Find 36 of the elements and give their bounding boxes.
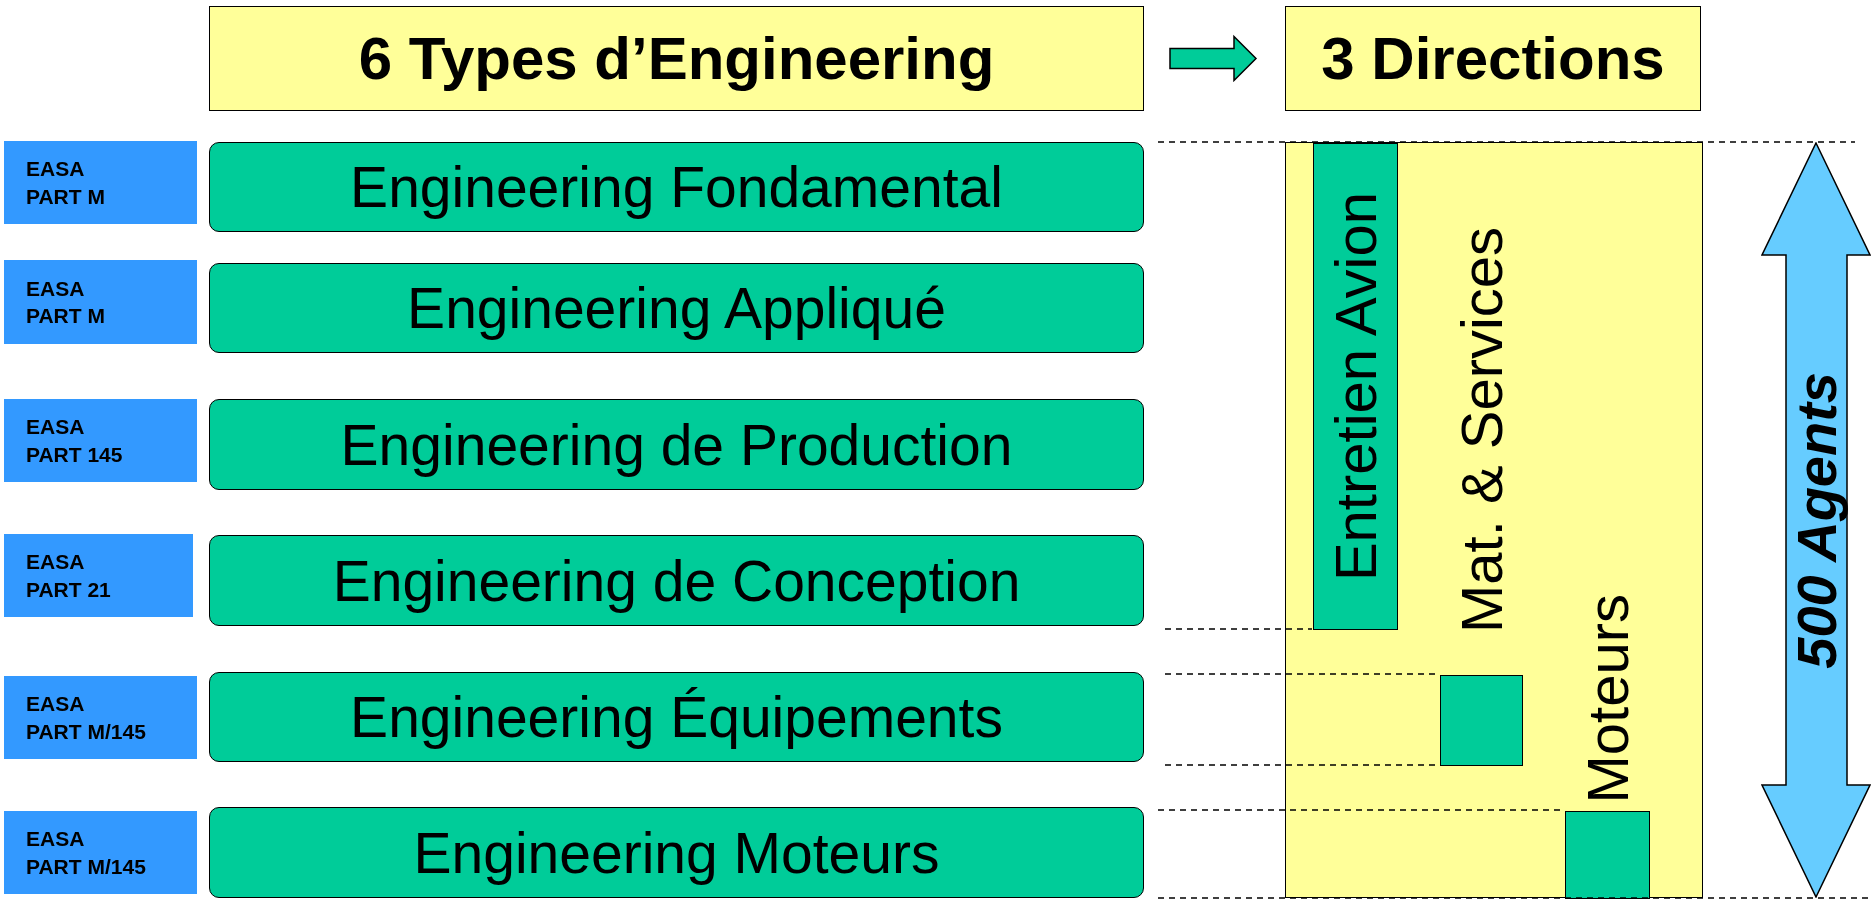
- header-box: [209, 6, 1144, 111]
- regulation-tag: [4, 676, 197, 759]
- process-label: Engineering de Production: [340, 411, 1013, 478]
- regulation-label: EASA PART 21: [26, 549, 111, 603]
- process-label: Engineering de Conception: [332, 547, 1021, 614]
- process-label: Engineering Moteurs: [413, 819, 940, 886]
- process-box: [209, 263, 1144, 353]
- process-box: [209, 535, 1144, 626]
- process-label: Engineering Équipements: [350, 684, 1003, 750]
- header-text: 6 Types d’Engineering: [358, 24, 995, 93]
- process-label: Engineering Appliqué: [407, 275, 946, 341]
- directions-panel: [1285, 142, 1703, 898]
- regulation-tag: [4, 811, 197, 894]
- direction-bar: [1313, 143, 1398, 630]
- process-box: [209, 807, 1144, 898]
- process-box: [209, 399, 1144, 490]
- regulation-tag: [4, 260, 197, 344]
- header-text: 3 Directions: [1321, 24, 1665, 93]
- header-box: [1285, 6, 1701, 111]
- regulation-tag: [4, 399, 197, 482]
- regulation-tag: [4, 534, 193, 617]
- regulation-label: EASA PART 145: [26, 414, 123, 468]
- regulation-label: EASA PART M: [26, 275, 105, 329]
- direction-label: Moteurs: [1578, 594, 1637, 804]
- direction-label: Entretien Avion: [1322, 191, 1389, 582]
- process-box: [209, 142, 1144, 232]
- process-label: Engineering Fondamental: [350, 154, 1003, 220]
- regulation-label: EASA PART M/145: [26, 691, 146, 745]
- regulation-tag: [4, 141, 197, 224]
- regulation-label: EASA PART M: [26, 156, 105, 210]
- regulation-label: EASA PART M/145: [26, 826, 146, 880]
- direction-label: Mat. & Services: [1448, 225, 1515, 633]
- direction-block: [1440, 675, 1523, 766]
- process-box: [209, 672, 1144, 762]
- count-label: 500 Agents: [1783, 371, 1849, 669]
- arrow: [1169, 34, 1258, 83]
